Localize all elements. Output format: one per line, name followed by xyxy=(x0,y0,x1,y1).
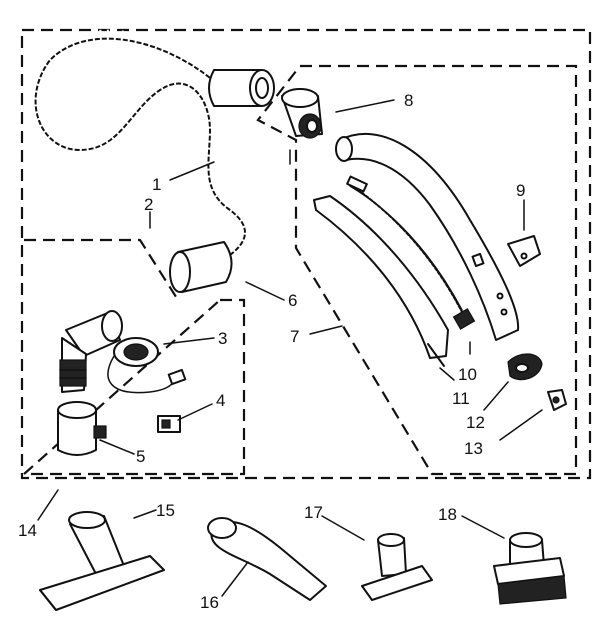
brush-tool xyxy=(493,532,567,605)
group-box-7 xyxy=(256,64,578,476)
callout-1: 1 xyxy=(152,175,161,194)
clip-part xyxy=(507,235,541,267)
switch-button xyxy=(507,353,543,381)
callout-13: 13 xyxy=(464,439,483,458)
crevice-tool xyxy=(207,517,327,601)
callout-14: 14 xyxy=(18,521,37,540)
hose xyxy=(26,29,275,293)
callout-10: 10 xyxy=(458,365,477,384)
callout-16: 16 xyxy=(200,593,219,612)
callout-9: 9 xyxy=(516,181,525,200)
callout-11: 11 xyxy=(452,389,470,408)
leader-lines xyxy=(37,99,543,597)
callout-5: 5 xyxy=(136,447,145,466)
plug-part xyxy=(157,415,181,433)
swivel-connector xyxy=(281,88,323,139)
callout-12: 12 xyxy=(466,413,485,432)
callout-6: 6 xyxy=(288,291,297,310)
elbow-connector xyxy=(59,310,123,393)
outer-frame xyxy=(20,28,592,480)
callout-7: 7 xyxy=(290,327,299,346)
handle-lower-half xyxy=(313,175,476,367)
callout-17: 17 xyxy=(304,503,323,522)
upholstery-tool xyxy=(361,533,433,601)
callout-8: 8 xyxy=(404,91,413,110)
callout-3: 3 xyxy=(218,329,227,348)
latch-part xyxy=(547,389,567,411)
callout-15: 15 xyxy=(156,501,175,520)
floor-tool xyxy=(39,511,165,611)
cord-ring xyxy=(107,337,187,394)
callout-18: 18 xyxy=(438,505,457,524)
callout-4: 4 xyxy=(216,391,225,410)
handle-wand xyxy=(335,132,520,341)
callout-2: 2 xyxy=(144,195,153,214)
adapter-cup xyxy=(57,401,107,456)
